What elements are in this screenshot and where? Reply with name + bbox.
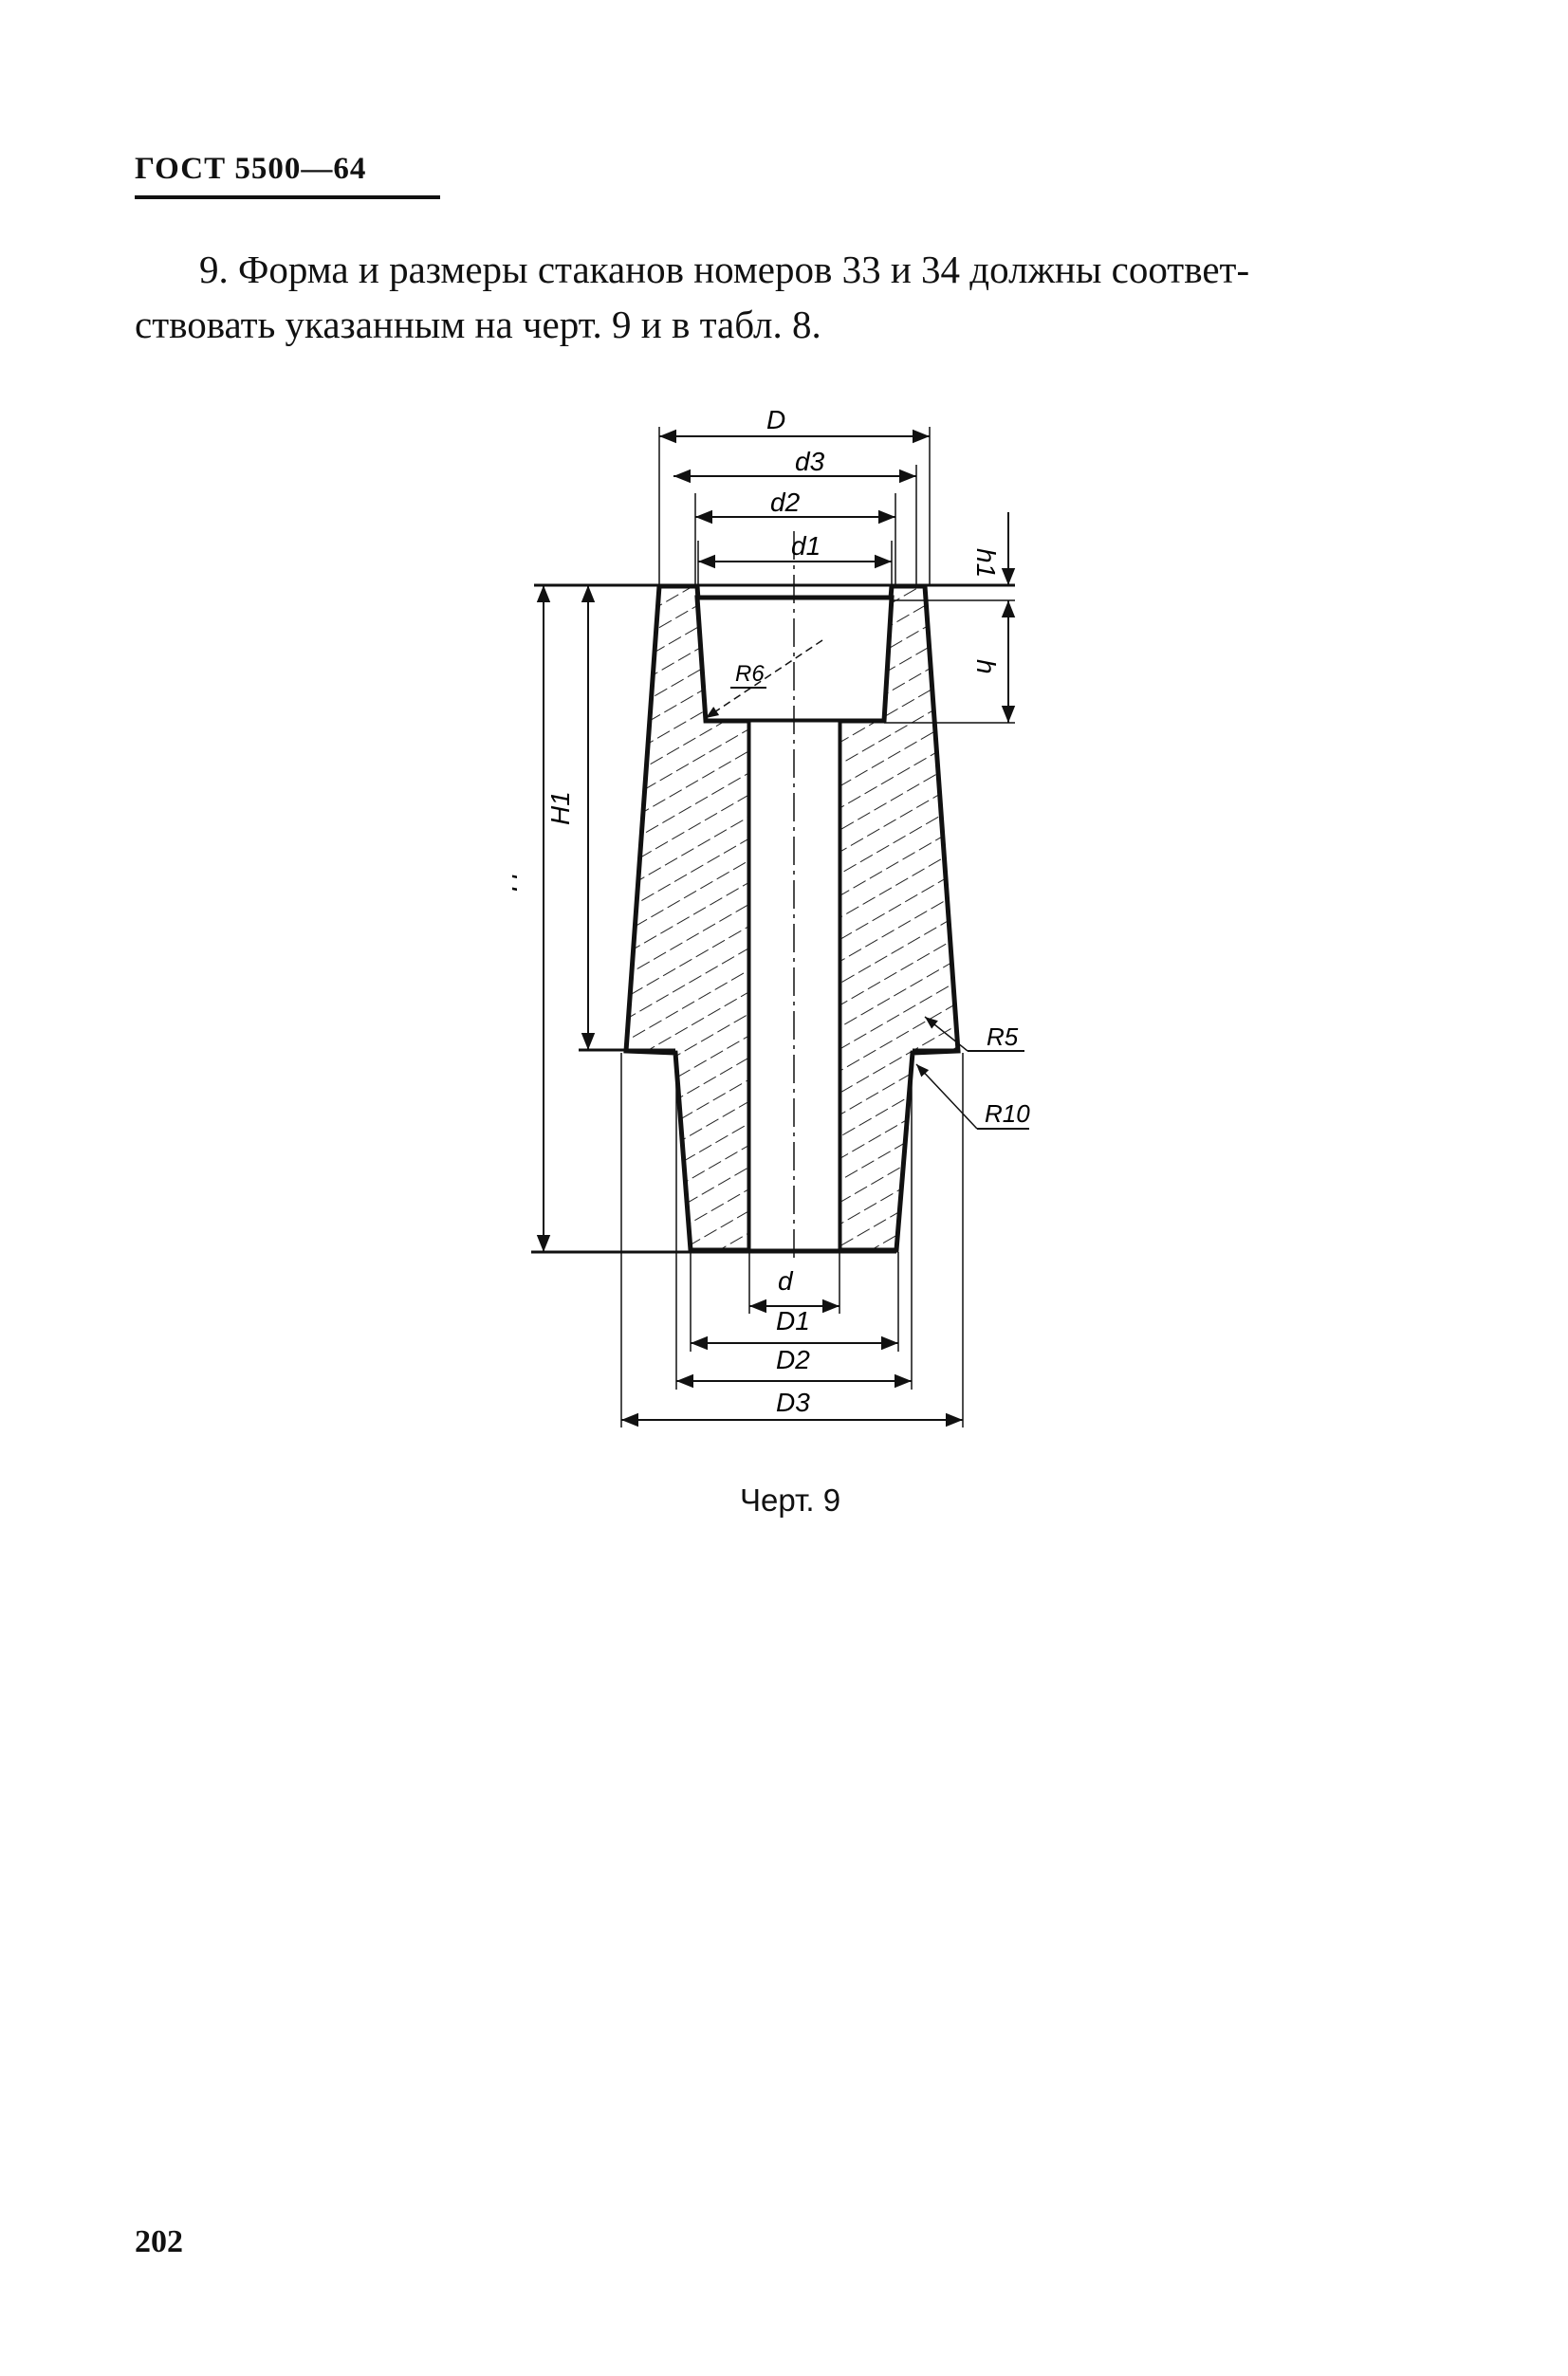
label-d1: d1 [791, 531, 821, 561]
label-R5: R5 [987, 1022, 1019, 1051]
label-D1: D1 [776, 1306, 810, 1335]
leader-R5 [924, 1016, 968, 1052]
header-rule [135, 195, 440, 199]
label-R10: R10 [985, 1099, 1030, 1128]
label-H: H [512, 872, 523, 892]
label-R6: R6 [735, 661, 765, 687]
figure-caption: Черт. 9 [740, 1483, 841, 1518]
label-h: h [971, 659, 1001, 674]
label-D2: D2 [776, 1345, 810, 1374]
document-header: ГОСТ 5500—64 [135, 152, 367, 186]
leader-R6 [705, 639, 823, 719]
label-H1: H1 [545, 791, 575, 825]
page-number: 202 [135, 2224, 183, 2259]
technical-drawing-9: D d3 d2 d1 h1 h H H1 R6 R5 R10 d D1 D2 D… [512, 405, 1030, 1427]
label-h1: h1 [971, 548, 1001, 578]
label-d: d [778, 1266, 794, 1296]
paragraph-9: 9. Форма и размеры стаканов номеров 33 и… [135, 242, 1463, 352]
paragraph-line-1: 9. Форма и размеры стаканов номеров 33 и… [199, 248, 1250, 291]
paragraph-line-2: ствовать указанным на черт. 9 и в табл. … [135, 303, 821, 346]
label-D3: D3 [776, 1388, 810, 1417]
top-recess [694, 595, 895, 724]
label-d3: d3 [795, 447, 825, 476]
label-d2: d2 [770, 488, 801, 517]
leader-R10 [915, 1063, 978, 1130]
label-D: D [766, 405, 785, 434]
